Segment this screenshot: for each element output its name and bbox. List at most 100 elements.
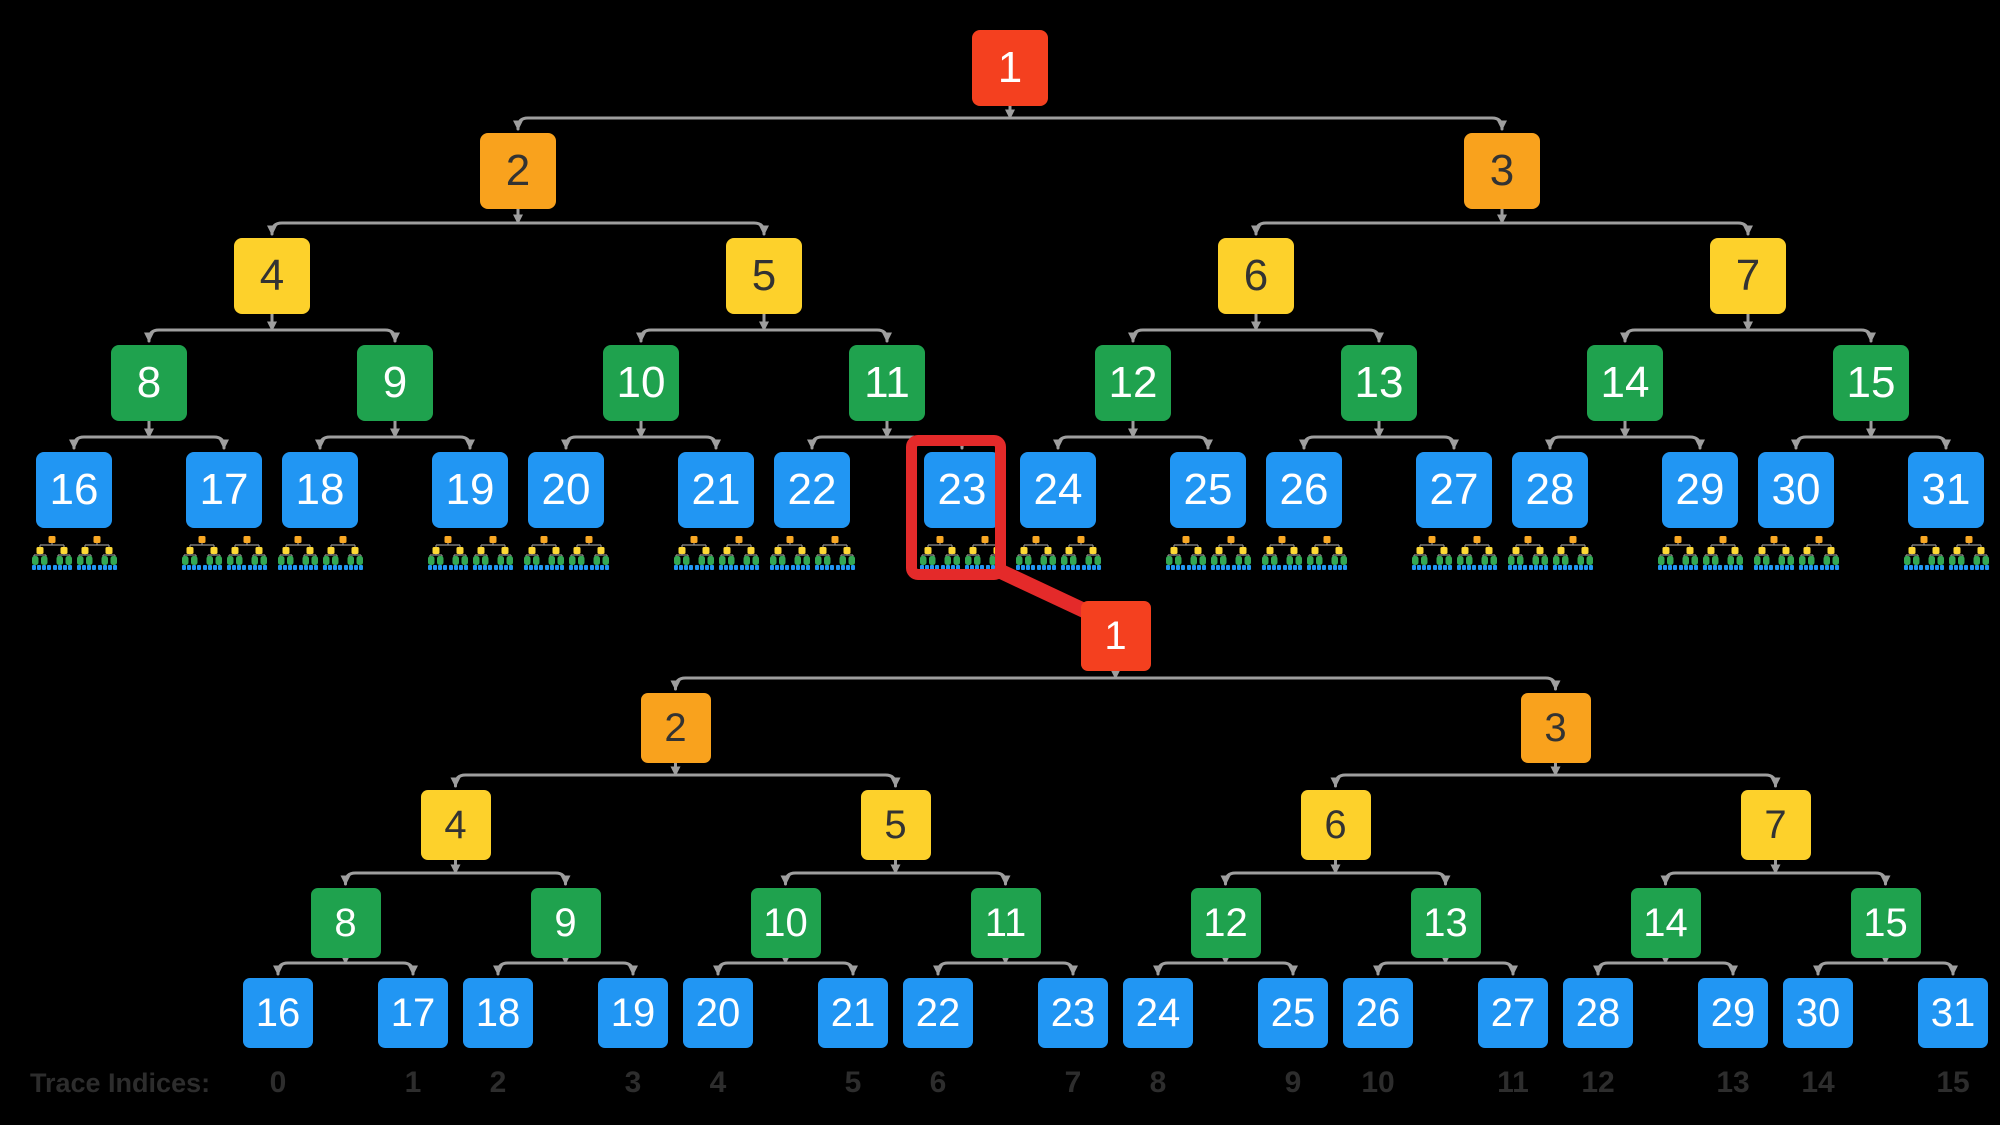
trace-index-10: 10 — [1361, 1066, 1395, 1099]
trace-index-9: 9 — [1284, 1066, 1302, 1099]
mini-subtree-icon — [919, 536, 960, 570]
bottom-tree-node-24: 24 — [1123, 978, 1193, 1048]
top-tree-node-24: 24 — [1020, 452, 1096, 528]
subtree-icons — [1753, 536, 1839, 570]
trace-index-8: 8 — [1149, 1066, 1167, 1099]
subtree-icons — [1261, 536, 1347, 570]
bottom-tree-node-7: 7 — [1740, 790, 1811, 860]
top-tree-node-8: 8 — [111, 345, 187, 421]
trace-index-0: 0 — [269, 1066, 287, 1099]
mini-subtree-icon — [718, 536, 759, 570]
mini-subtree-icon — [31, 536, 72, 570]
bottom-tree-node-15: 15 — [1850, 888, 1921, 958]
top-tree-node-19: 19 — [432, 452, 508, 528]
bottom-tree-node-10: 10 — [750, 888, 821, 958]
mini-subtree-icon — [1456, 536, 1497, 570]
top-tree-node-25: 25 — [1170, 452, 1246, 528]
subtree-icons — [769, 536, 855, 570]
trace-index-2: 2 — [489, 1066, 507, 1099]
top-tree-node-31: 31 — [1908, 452, 1984, 528]
top-tree-node-3: 3 — [1464, 133, 1540, 209]
subtree-icons — [181, 536, 267, 570]
bottom-tree-node-9: 9 — [530, 888, 601, 958]
mini-subtree-icon — [1261, 536, 1302, 570]
bottom-tree-node-14: 14 — [1630, 888, 1701, 958]
mini-subtree-icon — [1657, 536, 1698, 570]
top-tree-node-17: 17 — [186, 452, 262, 528]
top-tree-node-1: 1 — [972, 30, 1048, 106]
mini-subtree-icon — [226, 536, 267, 570]
bottom-tree-node-26: 26 — [1343, 978, 1413, 1048]
mini-subtree-icon — [472, 536, 513, 570]
mini-subtree-icon — [322, 536, 363, 570]
top-tree-node-29: 29 — [1662, 452, 1738, 528]
top-tree-node-12: 12 — [1095, 345, 1171, 421]
mini-subtree-icon — [1306, 536, 1347, 570]
top-tree-node-6: 6 — [1218, 238, 1294, 314]
trace-index-5: 5 — [844, 1066, 862, 1099]
bottom-tree-node-30: 30 — [1783, 978, 1853, 1048]
top-tree-node-5: 5 — [726, 238, 802, 314]
mini-subtree-icon — [1210, 536, 1251, 570]
top-tree-node-21: 21 — [678, 452, 754, 528]
trace-index-12: 12 — [1581, 1066, 1615, 1099]
highlight-box-node-23 — [906, 435, 1006, 580]
subtree-icons — [523, 536, 609, 570]
bottom-tree-node-20: 20 — [683, 978, 753, 1048]
trace-index-15: 15 — [1936, 1066, 1970, 1099]
bottom-tree-node-25: 25 — [1258, 978, 1328, 1048]
mini-subtree-icon — [427, 536, 468, 570]
bottom-tree-node-1: 1 — [1080, 601, 1151, 671]
mini-subtree-icon — [769, 536, 810, 570]
top-tree-node-14: 14 — [1587, 345, 1663, 421]
bottom-tree-node-31: 31 — [1918, 978, 1988, 1048]
trace-index-13: 13 — [1716, 1066, 1750, 1099]
top-tree-node-23: 23 — [924, 452, 1000, 528]
mini-subtree-icon — [1507, 536, 1548, 570]
mini-subtree-icon — [523, 536, 564, 570]
trace-index-4: 4 — [709, 1066, 727, 1099]
bottom-tree-node-28: 28 — [1563, 978, 1633, 1048]
bottom-tree-node-17: 17 — [378, 978, 448, 1048]
top-tree-node-22: 22 — [774, 452, 850, 528]
top-tree-node-9: 9 — [357, 345, 433, 421]
mini-subtree-icon — [1411, 536, 1452, 570]
top-tree-node-15: 15 — [1833, 345, 1909, 421]
top-tree-node-11: 11 — [849, 345, 925, 421]
subtree-icons — [277, 536, 363, 570]
top-tree-node-20: 20 — [528, 452, 604, 528]
bottom-tree-node-19: 19 — [598, 978, 668, 1048]
top-tree-node-7: 7 — [1710, 238, 1786, 314]
mini-subtree-icon — [1165, 536, 1206, 570]
trace-index-1: 1 — [404, 1066, 422, 1099]
subtree-icons — [1165, 536, 1251, 570]
top-tree-node-27: 27 — [1416, 452, 1492, 528]
bottom-tree-node-22: 22 — [903, 978, 973, 1048]
subtree-icons — [31, 536, 117, 570]
trace-index-6: 6 — [929, 1066, 947, 1099]
trace-index-3: 3 — [624, 1066, 642, 1099]
bottom-tree-node-12: 12 — [1190, 888, 1261, 958]
top-tree-node-4: 4 — [234, 238, 310, 314]
mini-subtree-icon — [673, 536, 714, 570]
bottom-tree-node-2: 2 — [640, 693, 711, 763]
subtree-icons — [1903, 536, 1989, 570]
subtree-icons — [427, 536, 513, 570]
mini-subtree-icon — [1552, 536, 1593, 570]
mini-subtree-icon — [1060, 536, 1101, 570]
trace-index-7: 7 — [1064, 1066, 1082, 1099]
mini-subtree-icon — [1798, 536, 1839, 570]
top-tree-node-2: 2 — [480, 133, 556, 209]
trace-index-11: 11 — [1497, 1066, 1529, 1099]
subtree-icons — [1657, 536, 1743, 570]
bottom-tree-node-8: 8 — [310, 888, 381, 958]
bottom-tree-node-21: 21 — [818, 978, 888, 1048]
trace-indices-label: Trace Indices: — [30, 1068, 211, 1098]
bottom-tree-node-11: 11 — [970, 888, 1041, 958]
bottom-tree-node-5: 5 — [860, 790, 931, 860]
bottom-tree-node-3: 3 — [1520, 693, 1591, 763]
